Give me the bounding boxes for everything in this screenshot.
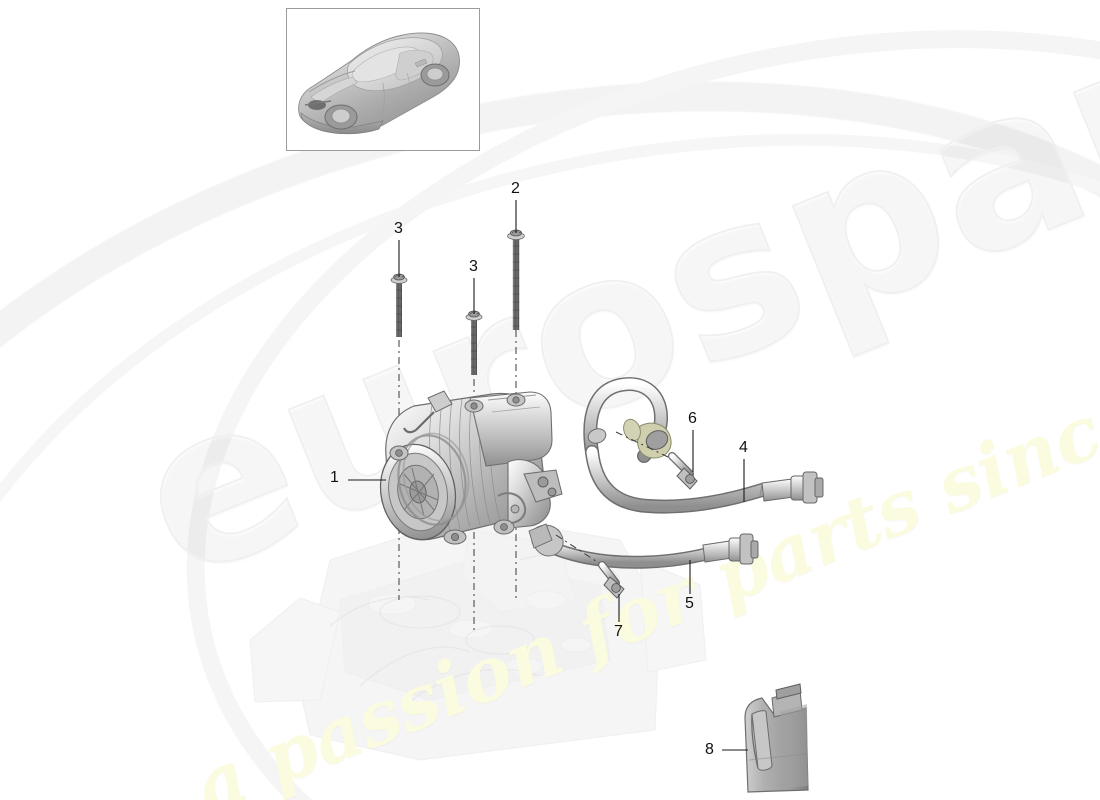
- callout-leader-lines: [348, 200, 748, 751]
- callout-4-number: 4: [739, 439, 748, 456]
- hexagon-bolt-middle: [465, 310, 483, 375]
- callout-3-left-number: 3: [394, 220, 403, 237]
- refrigerant-oil-bottle: [744, 683, 809, 793]
- line-retaining-bolt-6: [615, 431, 698, 490]
- callout-7-number: 7: [614, 623, 623, 640]
- hexagon-bolt-left: [390, 273, 408, 337]
- callout-8-number: 8: [705, 741, 714, 758]
- air-conditioning-compressor: [379, 390, 563, 545]
- vehicle-thumbnail-box: [286, 8, 480, 151]
- callout-2-number: 2: [511, 180, 520, 197]
- refrigerant-line-upper: [583, 377, 824, 514]
- callout-3-middle-number: 3: [469, 258, 478, 275]
- long-hexagon-bolt: [507, 229, 525, 330]
- refrigerant-line-lower: [528, 523, 759, 569]
- callout-6-number: 6: [688, 410, 697, 427]
- line-retaining-bolt-7: [555, 534, 625, 599]
- vehicle-thumbnail-image: [298, 32, 460, 135]
- callout-1-number: 1: [330, 469, 339, 486]
- callout-5-number: 5: [685, 595, 694, 612]
